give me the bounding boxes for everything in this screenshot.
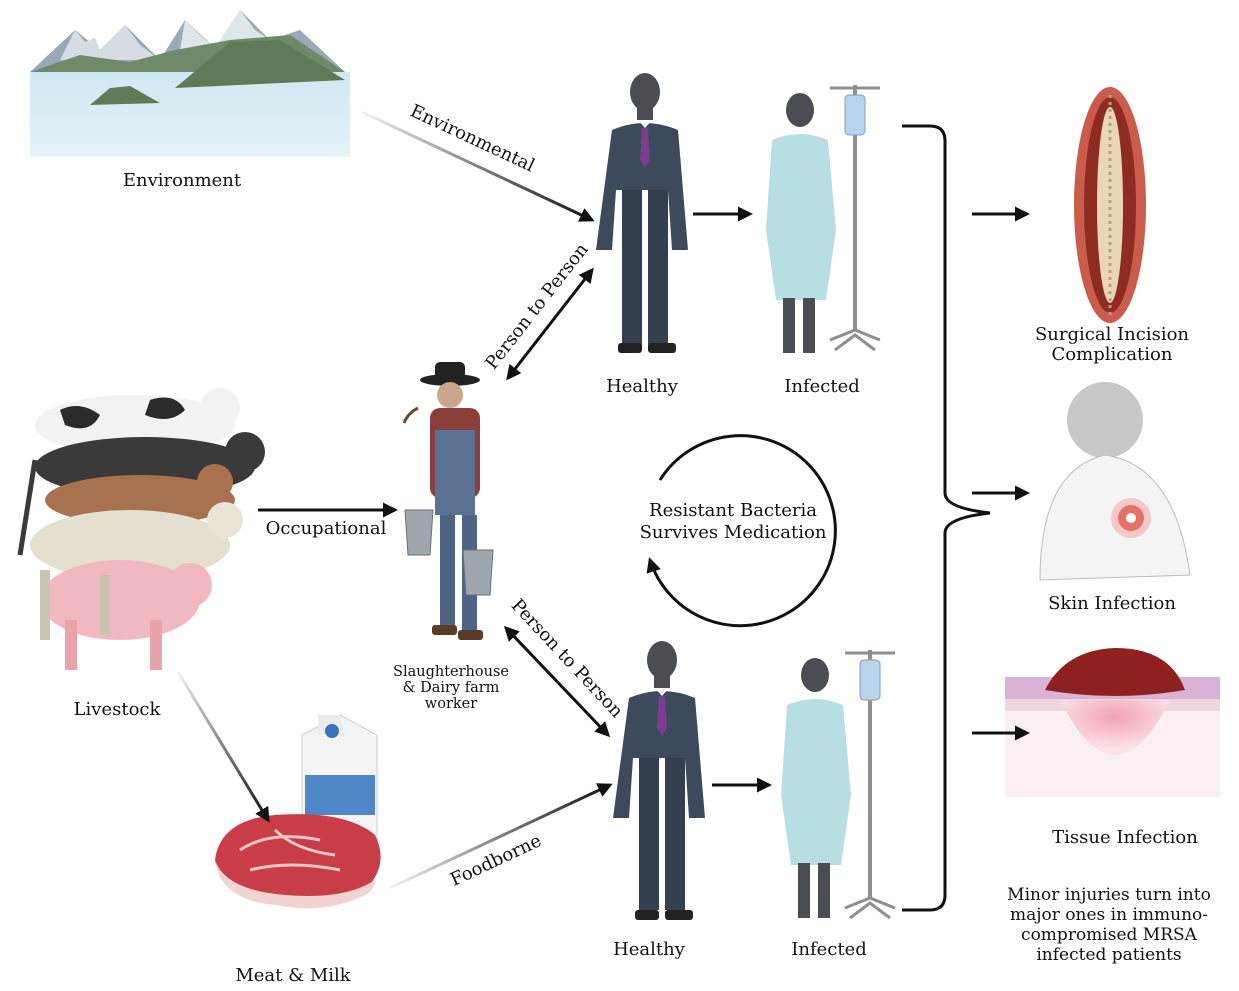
note-line-1: Minor injuries turn into [1007, 885, 1211, 905]
mrsa-note: Minor injuries turn into major ones in i… [1007, 885, 1211, 965]
infected-person-top [766, 85, 880, 353]
worker-label: Slaughterhouse & Dairy farm worker [393, 664, 509, 712]
skin-infection-illustration [1040, 382, 1190, 580]
surgical-incision-illustration [1074, 87, 1146, 323]
tissue-infection-illustration [1005, 648, 1220, 797]
environment-label: Environment [123, 170, 241, 191]
skin-infection-label: Skin Infection [1048, 593, 1176, 614]
resistant-line-2: Survives Medication [640, 522, 827, 544]
infected-top-label: Infected [784, 376, 860, 397]
surgical-line-2: Complication [1035, 345, 1189, 365]
note-line-4: infected patients [1007, 945, 1211, 965]
healthy-bottom-label: Healthy [613, 939, 685, 960]
meat-milk-label: Meat & Milk [235, 965, 350, 986]
surgical-line-1: Surgical Incision [1035, 325, 1189, 345]
environment-illustration [30, 10, 350, 157]
worker-label-line-3: worker [393, 696, 509, 712]
meat-milk-illustration [215, 715, 381, 908]
healthy-person-top [596, 73, 688, 353]
note-line-3: compromised MRSA [1007, 925, 1211, 945]
resistant-bacteria-label: Resistant Bacteria Survives Medication [640, 500, 827, 544]
healthy-person-bottom [613, 641, 705, 920]
note-line-2: major ones in immuno- [1007, 905, 1211, 925]
infected-person-bottom [781, 650, 895, 918]
livestock-label: Livestock [74, 699, 161, 720]
tissue-infection-label: Tissue Infection [1052, 827, 1198, 848]
livestock-illustration [20, 388, 265, 670]
healthy-top-label: Healthy [606, 376, 678, 397]
infected-bottom-label: Infected [791, 939, 867, 960]
farm-worker-illustration [404, 362, 493, 640]
route-occupational-label: Occupational [266, 518, 387, 539]
resistant-line-1: Resistant Bacteria [640, 500, 827, 522]
worker-label-line-2: & Dairy farm [393, 680, 509, 696]
outcome-bracket [902, 126, 990, 910]
worker-label-line-1: Slaughterhouse [393, 664, 509, 680]
surgical-incision-label: Surgical Incision Complication [1035, 325, 1189, 365]
